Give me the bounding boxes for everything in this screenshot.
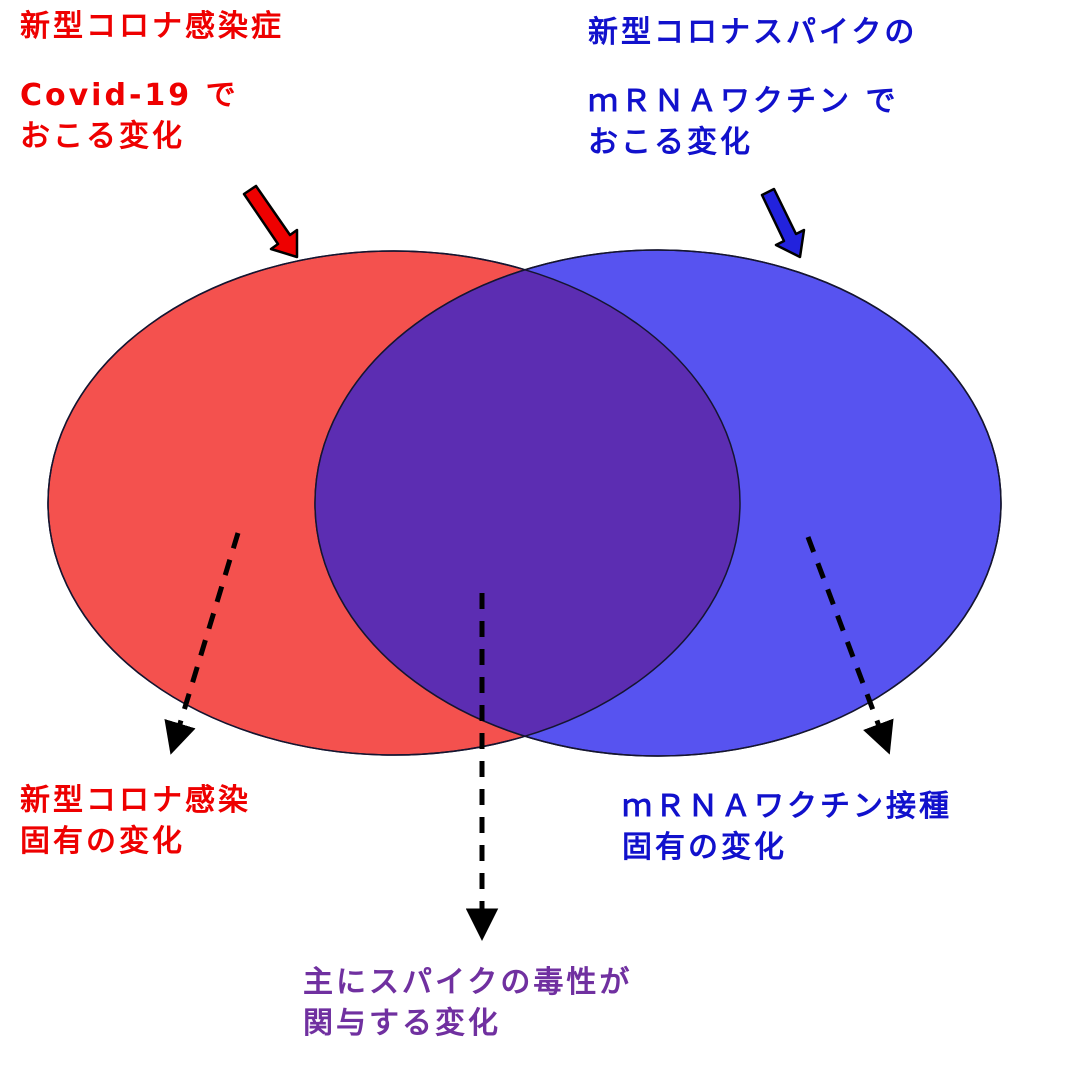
vaccine-only-label: ｍＲＮＡワクチン接種 固有の変化 [622, 786, 952, 868]
overlap-label: 主にスパイクの毒性が 関与する変化 [303, 962, 632, 1044]
vaccine-title-line1: 新型コロナスパイクの [588, 15, 918, 50]
dashed-arrow-left [164, 532, 241, 755]
overlap-label-line1: 主にスパイクの毒性が [303, 965, 633, 1000]
vaccine-title: 新型コロナスパイクの ｍＲＮＡワクチン で おこる変化 [588, 12, 917, 163]
covid-only-label: 新型コロナ感染 固有の変化 [20, 780, 251, 862]
covid-title-line1: 新型コロナ感染症 [20, 9, 284, 44]
covid-title-line2: Covid-19 で [20, 78, 239, 113]
dashed-arrow-right [805, 536, 894, 755]
vaccine-title-line3: おこる変化 [588, 125, 753, 160]
vaccine-title-line2: ｍＲＮＡワクチン で [588, 84, 899, 119]
covid-title: 新型コロナ感染症 Covid-19 で おこる変化 [20, 6, 284, 157]
covid-circle-outline [47, 250, 741, 756]
vaccine-only-label-line2: 固有の変化 [622, 830, 787, 865]
vaccine-only-label-line1: ｍＲＮＡワクチン接種 [622, 789, 952, 824]
covid-only-label-line1: 新型コロナ感染 [20, 783, 251, 818]
vaccine-circle-outline [314, 249, 1002, 757]
covid-only-label-line2: 固有の変化 [20, 824, 185, 859]
overlap-label-line2: 関与する変化 [303, 1006, 501, 1041]
blue-arrow-icon [760, 187, 806, 259]
red-arrow-icon [242, 184, 299, 259]
covid-title-line3: おこる変化 [20, 119, 185, 154]
overlap-region [315, 251, 740, 755]
